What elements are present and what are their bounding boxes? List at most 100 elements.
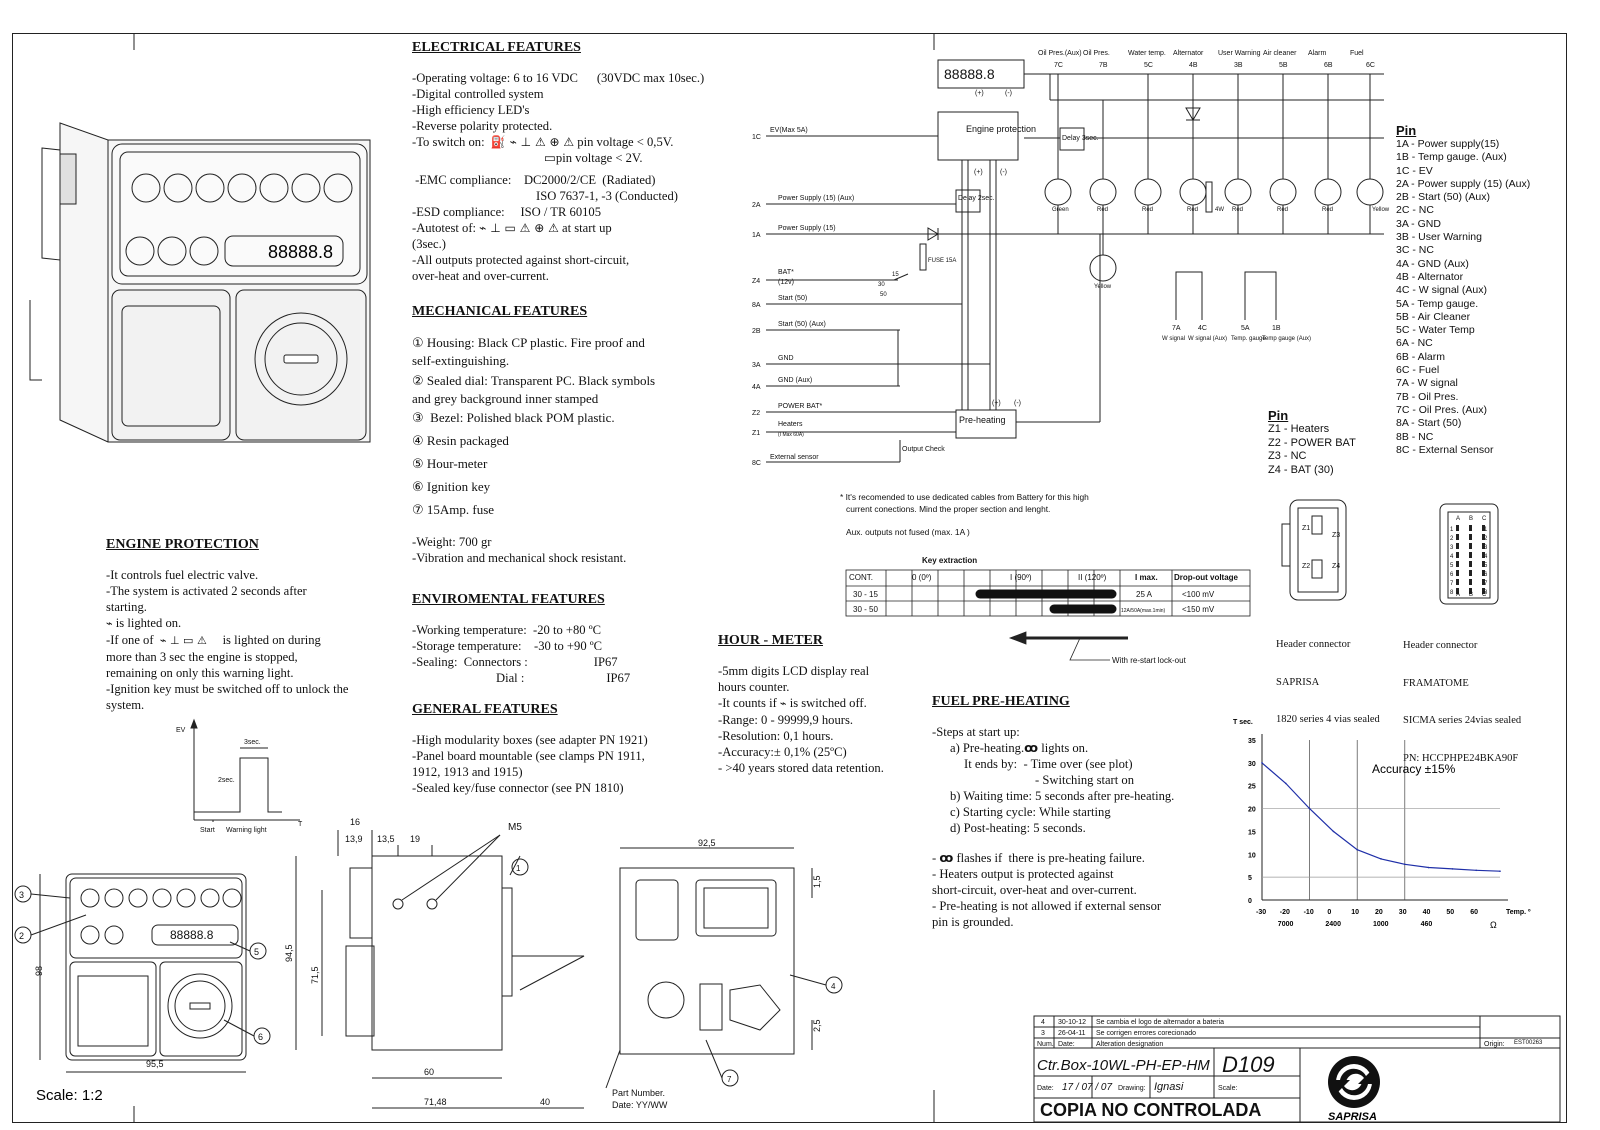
timing-t: T (298, 821, 303, 828)
rev-num: 4 (1041, 1019, 1045, 1026)
framatome-connector-caption: Header connector FRAMATOME SICMA series … (1403, 615, 1521, 778)
fram-col-label: A (1456, 516, 1460, 522)
ep-line: -If one of (106, 633, 154, 647)
aux-out-pin: 4C (1198, 325, 1207, 332)
pin-list-item: 1C - EV (1396, 164, 1433, 177)
autotest-label: -Autotest of: (412, 221, 477, 235)
chart-ohm-unit: Ω (1490, 920, 1497, 930)
side-view (295, 830, 585, 1109)
hm-line: -Resolution: 0,1 hours. (718, 729, 834, 743)
tb-scale-label: Scale: (1218, 1085, 1238, 1092)
enviromental-title: ENVIROMENTAL FEATURES (412, 592, 605, 607)
chart-point (1332, 830, 1335, 833)
top-pin-label: 7C (1054, 62, 1063, 69)
timing-ev: EV (176, 727, 186, 734)
resistor-label: 4W (1215, 207, 1224, 213)
env-line: -Storage temperature: -30 to +90 ºC (412, 639, 603, 653)
lamp-color-yellow: Yellow (1094, 284, 1112, 290)
chart-x-tick: 10 (1351, 909, 1359, 916)
hm-line: -5mm digits LCD display real (718, 664, 870, 678)
left-pin: 1C (752, 134, 761, 141)
battery-icon: ▭ (544, 150, 556, 165)
chart-x-tick: 0 (1327, 909, 1331, 916)
part-date-label: Date: YY/WW (612, 1100, 668, 1110)
mech-item: 15Amp. fuse (426, 502, 495, 517)
ep-line: -It controls fuel electric valve. (106, 568, 259, 582)
general-features: GENERAL FEATURES -High modularity boxes … (412, 702, 648, 796)
kt-cell: <100 mV (1182, 590, 1215, 599)
rev-date: 26-04-11 (1058, 1030, 1086, 1037)
schematic-note-2: current conections. Mind the proper sect… (846, 504, 1050, 514)
fram-pin (1482, 525, 1485, 531)
fp-line: lights on. (1041, 741, 1089, 755)
chart-y-tick: 35 (1248, 738, 1256, 745)
fram-pin (1456, 570, 1459, 576)
left-signal-label: BAT* (778, 269, 794, 276)
aux-out-pin: 5A (1241, 325, 1250, 332)
left-signal-label: GND (778, 355, 794, 362)
fuel-oil-temp-symbols-icon: ⛽ ⌁ ⊥ ⚠ ⊕ ⚠ (490, 135, 575, 149)
emc-label: -EMC compliance: (415, 173, 512, 187)
electrical-features: ELECTRICAL FEATURES -Operating voltage: … (412, 40, 704, 284)
svg-text:6: 6 (258, 1032, 263, 1042)
svg-text:1: 1 (516, 864, 521, 873)
hm-line: - >40 years stored data retention. (718, 761, 884, 775)
fp-line: short-circuit, over-heat and over-curren… (932, 883, 1137, 897)
caption-line: SICMA series 24vias sealed (1403, 715, 1522, 726)
env-line: -Sealing: Connectors : (412, 655, 528, 669)
top-pin-label: 4B (1189, 62, 1198, 69)
electrical-title: ELECTRICAL FEATURES (412, 40, 581, 55)
left-signal-label: Start (50) (Aux) (778, 321, 826, 328)
callout-5: ⑤ (412, 457, 424, 472)
schematic (766, 59, 1384, 463)
fram-row-label: 2 (1450, 536, 1454, 542)
switch-on-voltage: pin voltage < 0,5V. (577, 135, 674, 149)
lamp-color: Green (1052, 207, 1069, 213)
callout-1: ① (412, 336, 424, 351)
fram-pin (1456, 543, 1459, 549)
top-signal-label: Alternator (1173, 50, 1204, 57)
scale-label: Scale: 1:2 (36, 1087, 103, 1104)
hm-line: -Range: 0 - 99999,9 hours. (718, 713, 854, 727)
left-signal-label: Power Supply (15) (778, 225, 836, 232)
fram-pin (1456, 579, 1459, 585)
dim-92-5: 92,5 (698, 838, 716, 848)
pin-list-item: 2A - Power supply (15) (Aux) (1396, 177, 1531, 190)
fram-row-label: 2 (1484, 536, 1488, 542)
fram-pin (1482, 570, 1485, 576)
aux-out-label: Temp gauge (Aux) (1262, 336, 1311, 342)
pin-list-item: 6B - Alarm (1396, 350, 1446, 363)
engine-protection-title: ENGINE PROTECTION (106, 537, 259, 552)
pin-list-item: 6C - Fuel (1396, 364, 1440, 377)
dim-16: 16 (350, 817, 360, 827)
left-pin: 8C (752, 460, 761, 467)
mech-item: self-extinguishing. (412, 353, 510, 368)
output-check: Output Check (902, 446, 945, 453)
chart-y-tick: 10 (1248, 852, 1256, 859)
chart-point (1404, 863, 1406, 866)
fram-row-label: 6 (1450, 572, 1454, 578)
pin-list-item: 3C - NC (1396, 244, 1434, 257)
hm-line: is switched off. (789, 696, 867, 710)
hm-line: hours counter. (718, 680, 790, 694)
rear-view-labels: 92,5 1,5 2,5 47 Part Number. Date: YY/WW (612, 838, 836, 1110)
env-ip: IP67 (606, 671, 631, 685)
mechanical-title: MECHANICAL FEATURES (412, 304, 588, 319)
tb-header-alt: Alteration designation (1096, 1041, 1163, 1048)
minus-label: (-) (1005, 90, 1012, 97)
kt-cell: 30 - 15 (853, 590, 878, 599)
rear-view (605, 847, 843, 1089)
fram-pin (1469, 534, 1472, 540)
fuel-preheating: FUEL PRE-HEATING -Steps at start up: a) … (932, 694, 1175, 929)
fram-pin (1482, 561, 1485, 567)
top-signal-label: Air cleaner (1263, 50, 1297, 57)
fram-pin (1456, 525, 1459, 531)
dim-19: 19 (410, 834, 420, 844)
chart-y-tick: 15 (1248, 829, 1256, 836)
fp-line: It ends by: - Time over (see plot) (964, 757, 1133, 771)
fram-pin (1469, 552, 1472, 558)
drawing-code: D109 (1222, 1052, 1275, 1077)
chart-x-tick: -20 (1280, 909, 1290, 916)
pin-list-item: Z2 - POWER BAT (1268, 436, 1356, 449)
